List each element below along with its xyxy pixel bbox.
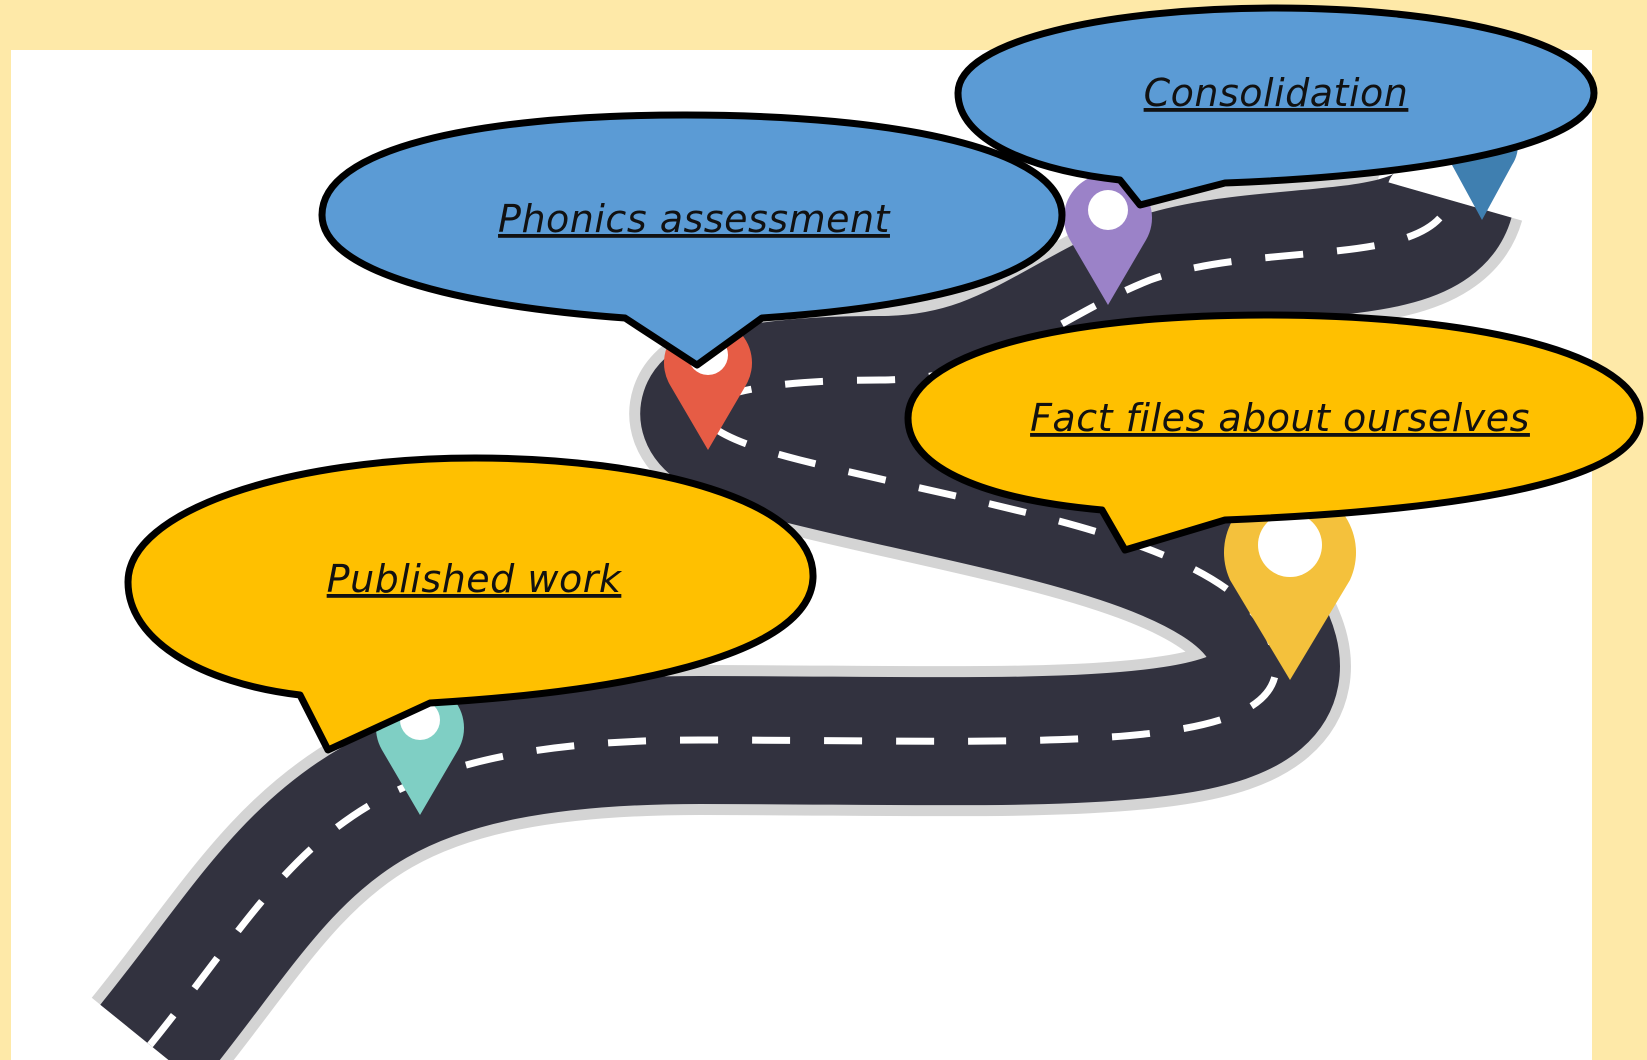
pin-purple-center bbox=[1088, 190, 1128, 230]
bubble-label-fact-files: Fact files about ourselves bbox=[1030, 396, 1530, 440]
bubble-label-published-work: Published work bbox=[327, 557, 623, 601]
pin-yellow-shape bbox=[1224, 486, 1356, 680]
bubble-shape bbox=[318, 111, 1066, 369]
road-lane-marking bbox=[147, 198, 1454, 1048]
bubble-label-phonics-assessment: Phonics assessment bbox=[498, 197, 891, 241]
speech-bubble-fact-files: Fact files about ourselves bbox=[904, 311, 1644, 554]
winding-road bbox=[91, 161, 1523, 1060]
speech-bubble-consolidation: Consolidation bbox=[954, 4, 1598, 209]
map-pin-icon bbox=[1064, 173, 1152, 305]
speech-bubble-published-work: Published work bbox=[124, 454, 817, 754]
pin-purple-shape bbox=[1064, 173, 1152, 305]
map-pin-icon bbox=[1224, 486, 1356, 680]
bubble-shape bbox=[124, 454, 817, 754]
bubble-shape bbox=[904, 311, 1644, 554]
pin-yellow-center bbox=[1258, 513, 1322, 577]
speech-bubble-phonics-assessment: Phonics assessment bbox=[318, 111, 1066, 369]
bubble-shape bbox=[954, 4, 1598, 209]
bubble-label-consolidation: Consolidation bbox=[1144, 71, 1409, 115]
